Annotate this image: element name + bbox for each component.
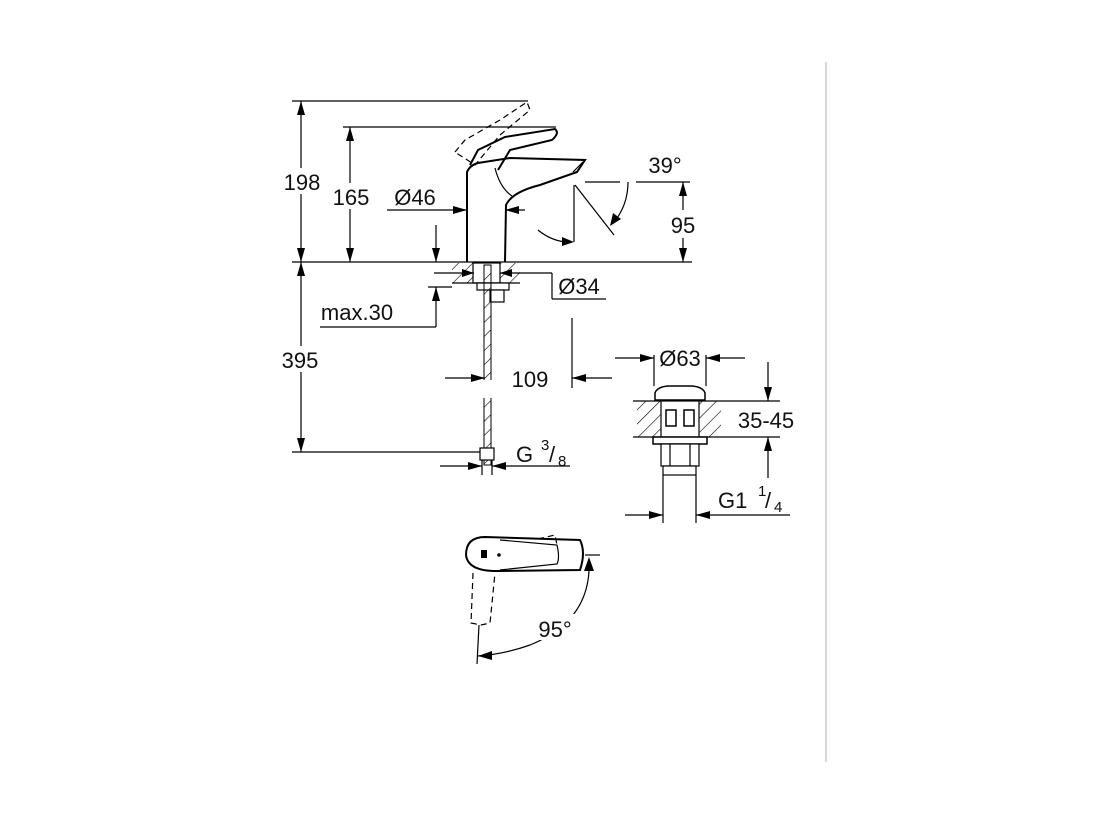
dimension-g38: G 3 / 8 — [440, 437, 570, 470]
dimension-d63: Ø63 — [615, 346, 745, 386]
dimension-label: 198 — [284, 170, 321, 195]
dimension-198: 198 — [280, 101, 325, 262]
dimension-165: 165 — [328, 127, 374, 262]
dimension-label: 95° — [538, 617, 571, 642]
label-39-degrees: 39° — [648, 153, 681, 178]
dimension-label: Ø34 — [558, 274, 600, 299]
dimension-label: G — [516, 442, 533, 467]
fraction-slash: / — [765, 488, 772, 513]
dimension-label: max.30 — [321, 300, 393, 325]
faucet-side-view — [454, 101, 629, 263]
lever-top-view: 95° — [464, 534, 600, 665]
dimension-d46: Ø46 — [387, 185, 525, 214]
deck-mounting — [452, 262, 520, 475]
dimension-label: 165 — [333, 185, 370, 210]
dimension-label: 8 — [558, 453, 566, 470]
dimension-label: 109 — [512, 367, 549, 392]
dimension-label: Ø46 — [394, 185, 436, 210]
reference-lines — [292, 100, 692, 453]
dimension-label: 3 — [541, 437, 549, 454]
pop-up-waste — [633, 385, 780, 523]
dimension-label: 395 — [282, 348, 319, 373]
fraction-slash: / — [549, 442, 556, 467]
dimension-35-45: 35-45 — [738, 362, 794, 478]
dimension-label: 35-45 — [738, 408, 794, 433]
dimension-label: 1 — [758, 483, 766, 500]
dimension-max30: max.30 — [320, 225, 452, 328]
dimension-395: 395 — [276, 262, 326, 452]
dimension-label: 4 — [774, 499, 782, 516]
dimension-label: 95 — [671, 213, 695, 238]
dimension-95: 95 — [671, 182, 695, 262]
dimension-label: Ø63 — [659, 346, 701, 371]
dimension-label: G1 — [718, 488, 747, 513]
dimension-g1-1-4: G1 1 / 4 — [625, 483, 790, 519]
dimension-d34: Ø34 — [434, 269, 606, 300]
dimension-109: 109 — [445, 318, 612, 392]
